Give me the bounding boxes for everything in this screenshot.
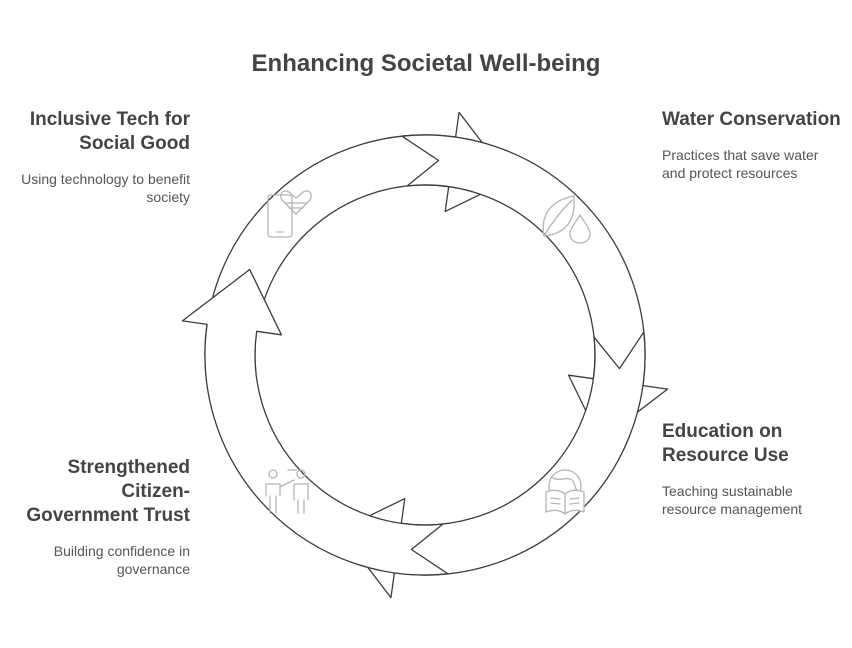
step-heading: Strengthened Citizen-Government Trust [26, 457, 190, 526]
phone-heart-icon [267, 190, 312, 238]
step-description: Practices that save water and protect re… [662, 147, 819, 181]
step-label-inclusive-tech: Inclusive Tech for Social Good Using tec… [20, 108, 190, 206]
step-description: Building confidence in governance [53, 543, 190, 577]
step-heading: Water Conservation [662, 109, 841, 130]
step-description: Teaching sustainable resource management [662, 483, 803, 517]
step-heading: Inclusive Tech for Social Good [29, 109, 190, 154]
globe-book-icon [545, 469, 585, 515]
step-label-water-conservation: Water Conservation Practices that save w… [662, 108, 842, 182]
leaf-drop-icon [542, 195, 591, 244]
step-description: Using technology to benefit society [21, 171, 190, 205]
diagram-title: Enhancing Societal Well-being [251, 50, 601, 77]
step-heading: Education on Resource Use [662, 421, 789, 466]
step-label-education: Education on Resource Use Teaching susta… [662, 420, 847, 518]
cycle-arrow-citizen-trust [181, 268, 449, 576]
presenter-audience-icon [265, 469, 309, 514]
step-label-citizen-trust: Strengthened Citizen-Government Trust Bu… [20, 456, 190, 578]
